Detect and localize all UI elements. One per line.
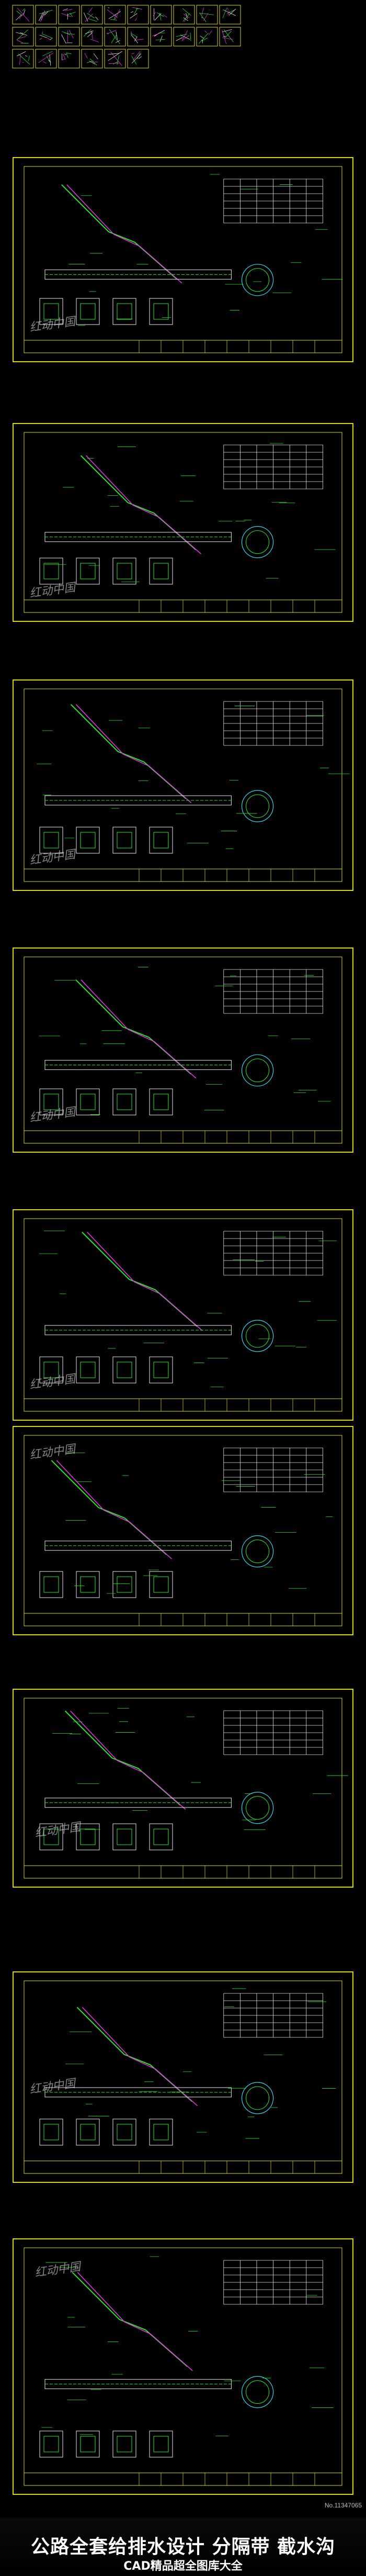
drawing-sheet: 红动中国 bbox=[13, 679, 353, 891]
drawing-sheet: 红动中国 bbox=[13, 157, 353, 362]
drawing-sheet: 红动中国 bbox=[13, 947, 353, 1153]
thumbnail-overview bbox=[12, 5, 241, 69]
drawing-lines bbox=[24, 432, 342, 613]
drawing-lines bbox=[24, 1218, 342, 1412]
drawing-sheet: 红动中国 bbox=[13, 1971, 353, 2183]
drawing-sheet: 红动中国 bbox=[13, 1209, 353, 1421]
drawing-sheet: 红动中国 bbox=[13, 1426, 353, 1635]
drawing-lines bbox=[24, 166, 343, 353]
title-banner: 公路全套给排水设计 分隔带 截水沟 CAD精品超全图库大全 bbox=[0, 2518, 366, 2576]
image-id-label: No.11347065 bbox=[324, 2502, 362, 2509]
drawing-lines bbox=[24, 2247, 342, 2486]
drawing-sheet: 红动中国 bbox=[13, 1689, 353, 1888]
drawing-lines bbox=[24, 1980, 342, 2174]
banner-subtitle: CAD精品超全图库大全 bbox=[123, 2560, 243, 2573]
drawing-lines bbox=[24, 956, 342, 1144]
drawing-sheet: 红动中国 bbox=[13, 423, 353, 622]
drawing-lines bbox=[24, 1698, 348, 1879]
drawing-sheet: 红动中国 bbox=[13, 2238, 353, 2495]
banner-title: 公路全套给排水设计 分隔带 截水沟 bbox=[30, 2536, 336, 2558]
drawing-lines bbox=[24, 1435, 342, 1626]
drawing-lines bbox=[24, 688, 350, 882]
